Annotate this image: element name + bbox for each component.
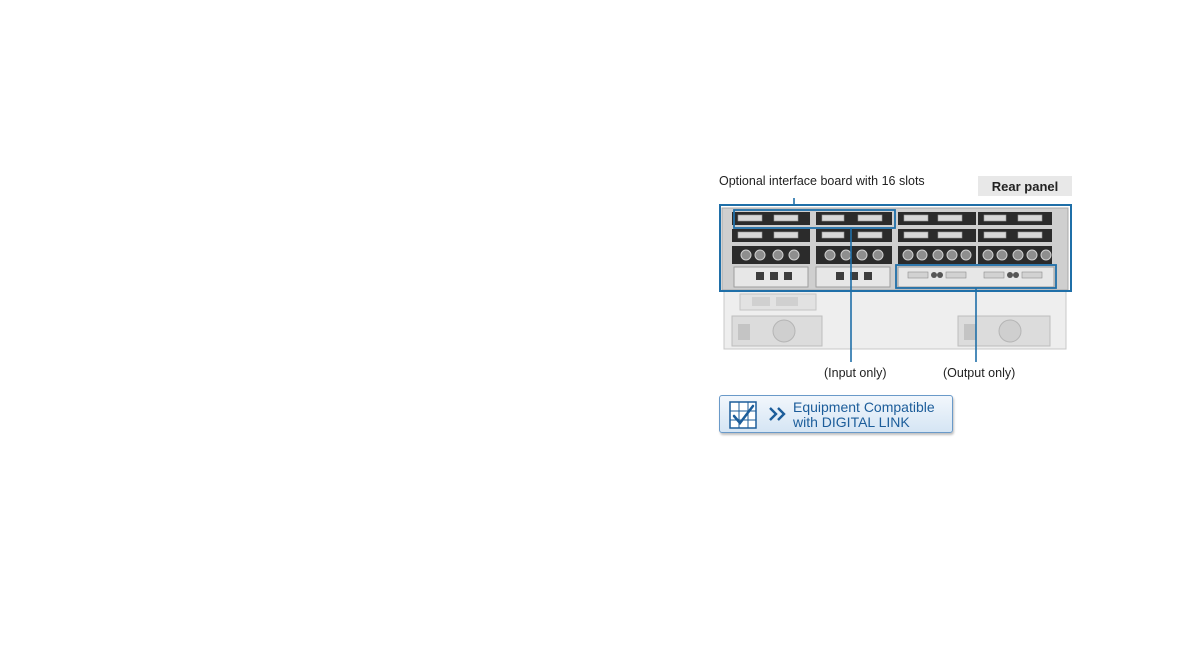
- output-only-label: (Output only): [943, 366, 1016, 380]
- optional-board-caption: Optional interface board with 16 slots: [719, 174, 925, 188]
- banner-line-2: with DIGITAL LINK: [793, 414, 910, 430]
- banner-text: Equipment Compatible with DIGITAL LINK: [793, 400, 935, 430]
- rear-panel-diagram: [719, 198, 1072, 362]
- double-chevron-icon: [769, 407, 786, 421]
- digital-link-banner[interactable]: Equipment Compatible with DIGITAL LINK: [719, 395, 953, 433]
- board-callout-frame: [719, 204, 1072, 292]
- input-only-label: (Input only): [824, 366, 887, 380]
- input-only-highlight: [733, 209, 896, 229]
- banner-line-1: Equipment Compatible: [793, 399, 935, 415]
- rear-panel-tag: Rear panel: [978, 176, 1072, 196]
- checkbox-grid-icon: [729, 401, 757, 429]
